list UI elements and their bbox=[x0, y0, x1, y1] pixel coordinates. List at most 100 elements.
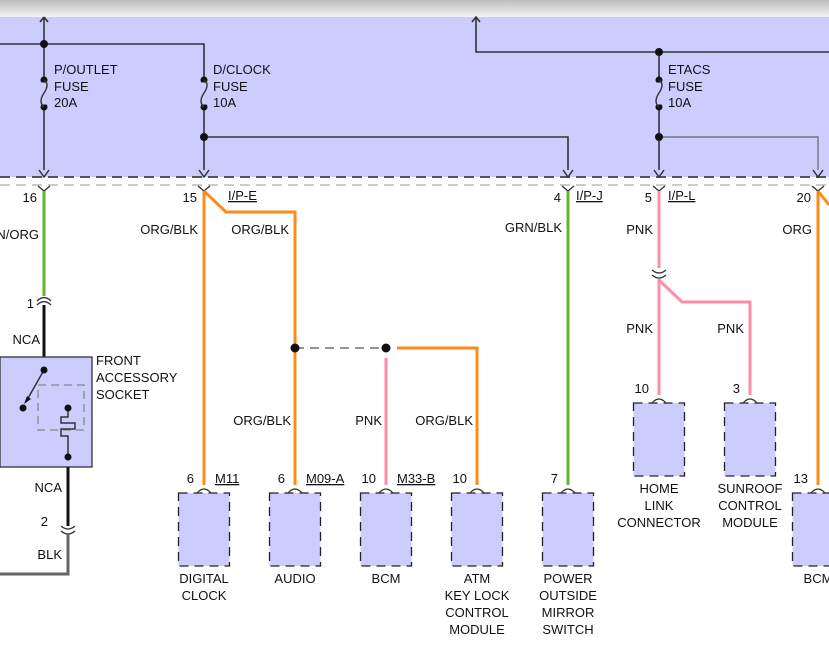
switch-icon bbox=[26, 369, 45, 401]
fuse-dclock-name: D/CLOCK bbox=[213, 62, 271, 77]
pin-20: 20 bbox=[797, 190, 811, 205]
fuse-icon bbox=[40, 79, 663, 108]
fuse-pouter-rating: 20A bbox=[54, 95, 77, 110]
wire-label-org-blk-2: ORG/BLK bbox=[231, 222, 289, 237]
component-pin: 6 bbox=[187, 471, 194, 486]
wire-pnk-sunroof bbox=[657, 278, 752, 395]
component-pin: 7 bbox=[551, 471, 558, 486]
window-top-bar bbox=[0, 0, 829, 17]
pin-4: 4 bbox=[554, 190, 561, 205]
socket-name-3: SOCKET bbox=[96, 387, 150, 402]
wire-label-grn-blk: GRN/BLK bbox=[505, 220, 562, 235]
socket-pin-bottom: 2 bbox=[41, 514, 48, 529]
fuse-dclock-type: FUSE bbox=[213, 79, 248, 94]
wire-label-sunroof: PNK bbox=[717, 321, 744, 336]
wire-label-bcm-pnk: PNK bbox=[355, 413, 382, 428]
pin-cap-icon bbox=[287, 488, 303, 494]
component-pin: 3 bbox=[733, 381, 740, 396]
wire-label-atm: ORG/BLK bbox=[415, 413, 473, 428]
component-label: MODULE bbox=[722, 515, 778, 530]
component-label: CONTROL bbox=[445, 605, 509, 620]
pin-cap-icon bbox=[742, 398, 758, 404]
component-label: CONNECTOR bbox=[617, 515, 701, 530]
fuse-etacs-name: ETACS bbox=[668, 62, 711, 77]
component-box bbox=[177, 492, 231, 567]
wire-label-audio: ORG/BLK bbox=[233, 413, 291, 428]
component-connector: M09-A bbox=[306, 471, 345, 486]
component-box bbox=[450, 492, 504, 567]
wire-label-homelink: PNK bbox=[626, 321, 653, 336]
component-box bbox=[268, 492, 322, 567]
component-label: SWITCH bbox=[542, 622, 593, 637]
component-pin: 10 bbox=[362, 471, 376, 486]
component-label: KEY LOCK bbox=[445, 588, 510, 603]
component-pin: 13 bbox=[794, 471, 808, 486]
component-pin: 6 bbox=[278, 471, 285, 486]
fuse-etacs-rating: 10A bbox=[668, 95, 691, 110]
component-box bbox=[791, 492, 829, 567]
fuse-pouter-name: P/OUTLET bbox=[54, 62, 118, 77]
socket-pin-top: 1 bbox=[27, 296, 34, 311]
component-label: AUDIO bbox=[274, 571, 315, 586]
component-label: LINK bbox=[645, 498, 674, 513]
component-box bbox=[359, 492, 413, 567]
component-label: HOME bbox=[640, 481, 679, 496]
component-connector: M11 bbox=[215, 471, 239, 486]
bus-pouter-dclock bbox=[0, 43, 205, 170]
fuse-etacs-type: FUSE bbox=[668, 79, 703, 94]
connector-ip-l: I/P-L bbox=[668, 188, 695, 203]
pin-cap-icon bbox=[560, 488, 576, 494]
component-box bbox=[723, 402, 777, 477]
component-audio: 6 M09-A AUDIO bbox=[268, 471, 345, 586]
wire-blk-ground bbox=[0, 533, 70, 576]
wire-label-grn-org: N/ORG bbox=[0, 227, 39, 242]
component-pin: 10 bbox=[453, 471, 467, 486]
connector-ip-j: I/P-J bbox=[576, 188, 603, 203]
fuse-pouter-type: FUSE bbox=[54, 79, 89, 94]
bus-etacs bbox=[475, 17, 829, 53]
component-box bbox=[541, 492, 595, 567]
pin-cap-icon bbox=[378, 488, 394, 494]
component-label: POWER bbox=[543, 571, 592, 586]
wire-label-org: ORG bbox=[782, 222, 812, 237]
fuse-box bbox=[0, 17, 829, 177]
front-accessory-socket bbox=[0, 356, 93, 468]
pin-5: 5 bbox=[645, 190, 652, 205]
bus-dclock-mirror bbox=[204, 136, 569, 170]
component-label: CLOCK bbox=[182, 588, 227, 603]
component-label: BCM bbox=[804, 571, 829, 586]
component-label: SUNROOF bbox=[718, 481, 783, 496]
component-label: MIRROR bbox=[542, 605, 595, 620]
socket-ground-wire: BLK bbox=[37, 547, 62, 562]
pin-cap-icon bbox=[810, 488, 826, 494]
pin-cap-icon bbox=[196, 488, 212, 494]
wire-label-pnk-top: PNK bbox=[626, 222, 653, 237]
wire-org-blk-atm bbox=[397, 346, 479, 485]
component-box bbox=[632, 402, 686, 477]
component-label: MODULE bbox=[449, 622, 505, 637]
connector-ip-e: I/P-E bbox=[228, 188, 257, 203]
socket-name-1: FRONT bbox=[96, 353, 141, 368]
pin-cap-icon bbox=[651, 398, 667, 404]
socket-wire-bottom: NCA bbox=[35, 480, 63, 495]
pin-15: 15 bbox=[183, 190, 197, 205]
socket-wire-top: NCA bbox=[13, 332, 41, 347]
pin-cap-icon bbox=[469, 488, 485, 494]
component-label: OUTSIDE bbox=[539, 588, 597, 603]
component-label: ATM bbox=[464, 571, 490, 586]
component-label: CONTROL bbox=[718, 498, 782, 513]
wire-label-org-blk-1: ORG/BLK bbox=[140, 222, 198, 237]
socket-name-2: ACCESSORY bbox=[96, 370, 178, 385]
component-label: DIGITAL bbox=[179, 571, 229, 586]
heater-icon bbox=[60, 408, 76, 457]
pin-16: 16 bbox=[23, 190, 37, 205]
component-connector: M33-B bbox=[397, 471, 435, 486]
